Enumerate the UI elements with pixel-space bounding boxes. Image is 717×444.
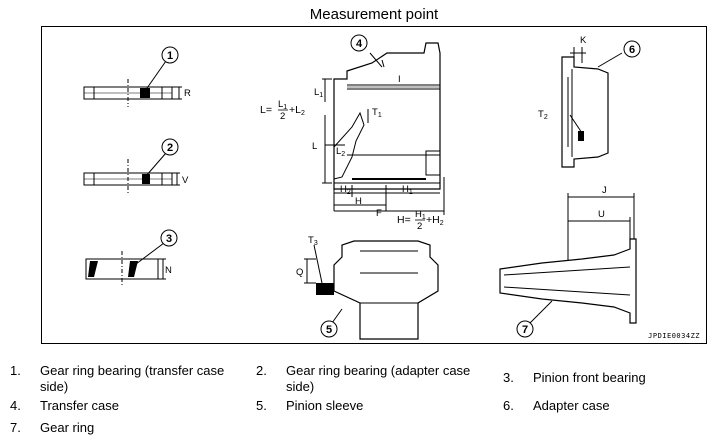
formula-h-denominator: 2: [417, 221, 422, 232]
dim-label-n: N: [165, 265, 172, 276]
dim-label-i: I: [398, 74, 401, 85]
diagram-frame: 1 R 2 V 3 N: [41, 26, 707, 344]
measurement-diagram: 1 R 2 V 3 N: [83, 34, 641, 340]
callout-4: 4: [356, 38, 363, 50]
formula-h-numerator: H1: [415, 209, 426, 221]
image-code: JPDIE0034ZZ: [648, 332, 700, 340]
callout-7: 7: [522, 324, 528, 336]
dim-label-h: H: [355, 196, 362, 207]
callout-6: 6: [629, 44, 635, 56]
formula-l-lhs: L=: [260, 104, 272, 116]
dim-label-j: J: [602, 185, 607, 196]
dim-label-t1: T1: [372, 107, 382, 119]
bearing-3-drawing: [85, 229, 178, 287]
dim-label-r: R: [184, 88, 191, 99]
bearing-1-drawing: [83, 46, 182, 107]
dim-label-t3: T3: [308, 235, 318, 247]
transfer-case-drawing: [322, 34, 445, 215]
dim-label-l1: L1: [314, 87, 323, 99]
dim-label-q: Q: [296, 267, 303, 278]
dim-label-v: V: [182, 175, 189, 186]
pinion-sleeve-drawing: [304, 240, 439, 340]
callout-2: 2: [167, 142, 173, 154]
callout-5: 5: [326, 324, 332, 336]
formula-h-rest: +H2: [426, 214, 444, 227]
dim-label-k: K: [580, 35, 587, 46]
dim-label-l2: L2: [336, 146, 345, 158]
callout-3: 3: [166, 233, 172, 245]
bearing-2-drawing: [83, 138, 180, 193]
dim-label-l: L: [312, 141, 317, 152]
dim-label-h1: H1: [402, 184, 413, 196]
callout-1: 1: [167, 50, 173, 62]
dim-label-f: F: [376, 208, 382, 219]
dim-label-u: U: [598, 209, 605, 220]
dim-label-t2: T2: [538, 109, 548, 121]
formula-l-rest: +L2: [289, 104, 305, 117]
formula-h-lhs: H=: [397, 214, 411, 226]
diagram-title: Measurement point: [309, 6, 439, 23]
formula-l-denominator: 2: [280, 111, 285, 122]
formula-l-numerator: L1: [278, 99, 287, 111]
gear-ring-drawing: [499, 193, 637, 338]
dim-label-h2: H2: [340, 184, 351, 196]
adapter-case-drawing: [561, 40, 641, 168]
